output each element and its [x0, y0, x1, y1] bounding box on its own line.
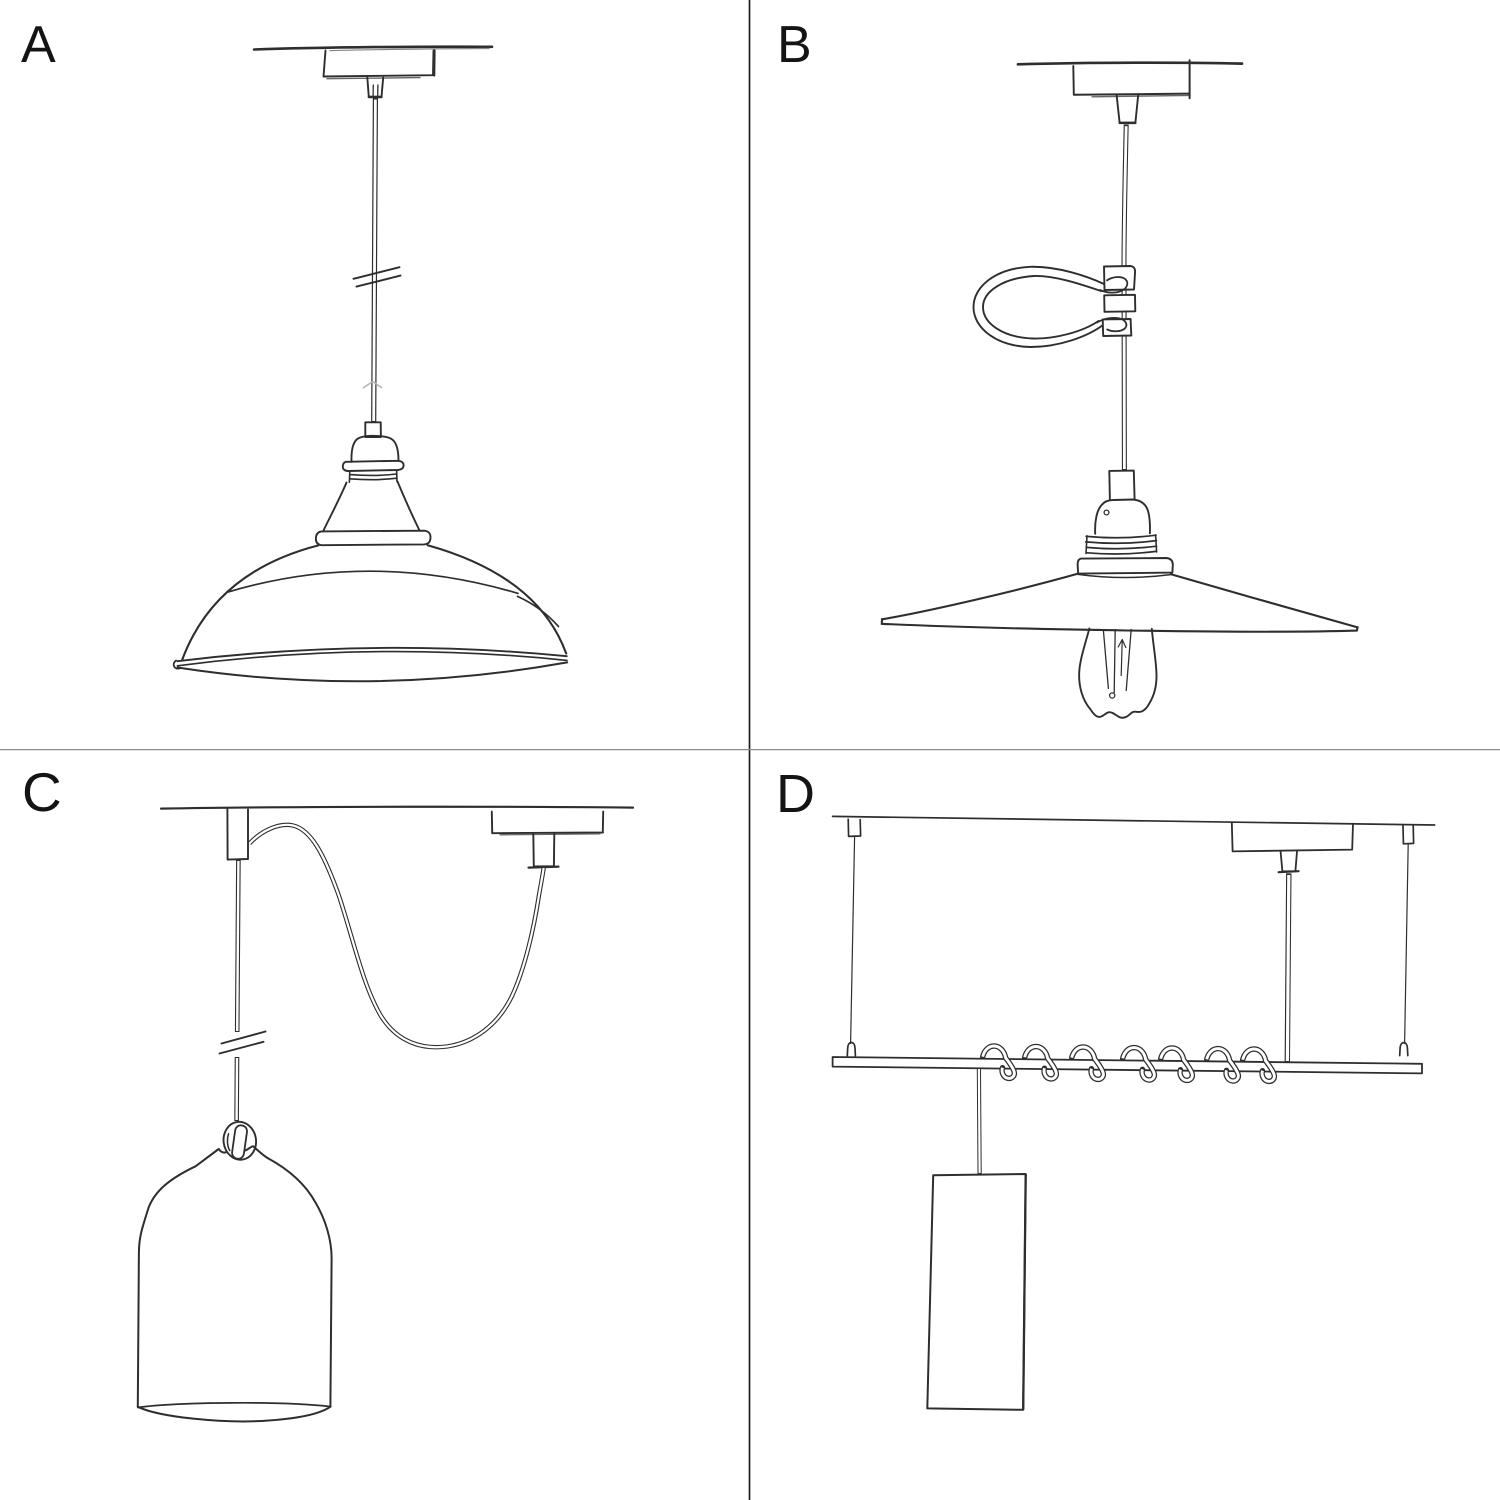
- svg-text:C: C: [22, 761, 62, 823]
- svg-text:A: A: [21, 16, 56, 74]
- svg-text:D: D: [776, 764, 815, 824]
- svg-text:B: B: [777, 16, 812, 74]
